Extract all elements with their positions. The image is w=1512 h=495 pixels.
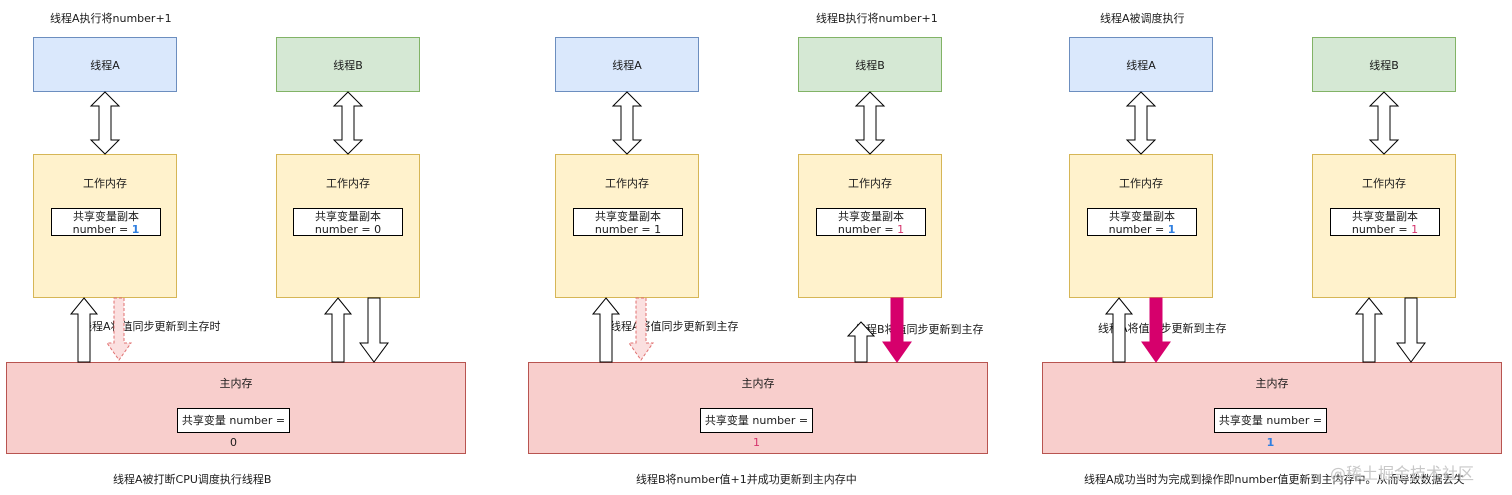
copy-value: 1 xyxy=(897,223,905,236)
shared-variable-copy-a: 共享变量副本 number = 1 xyxy=(1087,208,1197,236)
double-arrow xyxy=(854,91,886,155)
copy-prefix: number = xyxy=(1351,223,1412,236)
up-arrow xyxy=(323,297,353,363)
thread-b-label: 线程B xyxy=(333,58,363,72)
thread-b-label: 线程B xyxy=(1369,58,1399,72)
copy-prefix: number = xyxy=(837,223,898,236)
shared-prefix: 共享变量 number = xyxy=(181,414,286,427)
copy-value: 1 xyxy=(1411,223,1419,236)
double-arrow xyxy=(332,91,364,155)
up-arrow xyxy=(846,321,876,363)
shared-variable-copy-a: 共享变量副本 number = 1 xyxy=(573,208,683,236)
shared-variable-copy-a: 共享变量副本 number = 1 xyxy=(51,208,161,236)
double-arrow xyxy=(1125,91,1157,155)
bottom-caption: 线程B将number值+1并成功更新到主内存中 xyxy=(636,473,857,486)
thread-a-box[interactable]: 线程A xyxy=(1069,37,1213,92)
thread-b-label: 线程B xyxy=(855,58,885,72)
working-memory-title: 工作内存 xyxy=(848,177,892,190)
shared-prefix: 共享变量 number = xyxy=(1218,414,1323,427)
top-caption: 线程A执行将number+1 xyxy=(50,12,172,25)
copy-value: 1 xyxy=(131,223,140,236)
up-arrow xyxy=(591,297,621,363)
up-arrow xyxy=(69,297,99,363)
dashed-down-arrow xyxy=(106,297,132,361)
thread-a-box[interactable]: 线程A xyxy=(555,37,699,92)
copy-value: 0 xyxy=(374,223,382,236)
thread-a-label: 线程A xyxy=(612,58,642,72)
dashed-down-arrow xyxy=(628,297,654,361)
double-arrow xyxy=(611,91,643,155)
shared-variable: 共享变量 number = 0 xyxy=(177,408,290,449)
shared-variable-copy-b: 共享变量副本 number = 1 xyxy=(816,208,926,236)
top-caption: 线程B执行将number+1 xyxy=(816,12,938,25)
shared-variable-copy-b: 共享变量副本 number = 1 xyxy=(1330,208,1440,236)
copy-title: 共享变量副本 xyxy=(838,210,904,223)
copy-value: 1 xyxy=(1167,223,1176,236)
top-caption: 线程A被调度执行 xyxy=(1100,12,1185,25)
shared-variable: 共享变量 number = 1 xyxy=(1214,408,1327,449)
thread-b-box[interactable]: 线程B xyxy=(276,37,420,92)
highlight-down-arrow xyxy=(1141,297,1171,363)
shared-value: 1 xyxy=(753,436,760,449)
working-memory-title: 工作内存 xyxy=(83,177,127,190)
copy-title: 共享变量副本 xyxy=(1352,210,1418,223)
thread-a-label: 线程A xyxy=(90,58,120,72)
bottom-caption: 线程A成功当时为完成到操作即number值更新到主内存中。从而导致数据丢失 xyxy=(1084,473,1465,486)
copy-prefix: number = xyxy=(314,223,375,236)
thread-b-box[interactable]: 线程B xyxy=(798,37,942,92)
thread-a-label: 线程A xyxy=(1126,58,1156,72)
copy-prefix: number = xyxy=(1108,223,1168,236)
copy-prefix: number = xyxy=(72,223,132,236)
bottom-caption: 线程A被打断CPU调度执行线程B xyxy=(113,473,272,486)
working-memory-title: 工作内存 xyxy=(605,177,649,190)
up-arrow xyxy=(1104,297,1134,363)
working-memory-title: 工作内存 xyxy=(326,177,370,190)
main-memory-title: 主内存 xyxy=(1255,377,1289,390)
main-memory-title: 主内存 xyxy=(219,377,253,390)
double-arrow xyxy=(89,91,121,155)
watermark: @稀土掘金技术社区 xyxy=(1330,464,1475,483)
copy-title: 共享变量副本 xyxy=(315,210,381,223)
shared-value: 0 xyxy=(230,436,237,449)
copy-title: 共享变量副本 xyxy=(595,210,661,223)
main-memory-title: 主内存 xyxy=(741,377,775,390)
copy-title: 共享变量副本 xyxy=(1109,210,1175,223)
shared-variable-copy-b: 共享变量副本 number = 0 xyxy=(293,208,403,236)
copy-prefix: number = xyxy=(594,223,655,236)
highlight-down-arrow xyxy=(882,297,912,363)
working-memory-title: 工作内存 xyxy=(1362,177,1406,190)
sync-label-b: 线程B将值同步更新到主存 xyxy=(855,323,984,336)
shared-value: 1 xyxy=(1266,436,1275,449)
working-memory-title: 工作内存 xyxy=(1119,177,1163,190)
down-arrow xyxy=(1396,297,1426,363)
up-arrow xyxy=(1354,297,1384,363)
copy-value: 1 xyxy=(654,223,662,236)
copy-title: 共享变量副本 xyxy=(73,210,139,223)
shared-prefix: 共享变量 number = xyxy=(704,414,809,427)
thread-b-box[interactable]: 线程B xyxy=(1312,37,1456,92)
double-arrow xyxy=(1368,91,1400,155)
down-arrow xyxy=(359,297,389,363)
shared-variable: 共享变量 number = 1 xyxy=(700,408,813,449)
